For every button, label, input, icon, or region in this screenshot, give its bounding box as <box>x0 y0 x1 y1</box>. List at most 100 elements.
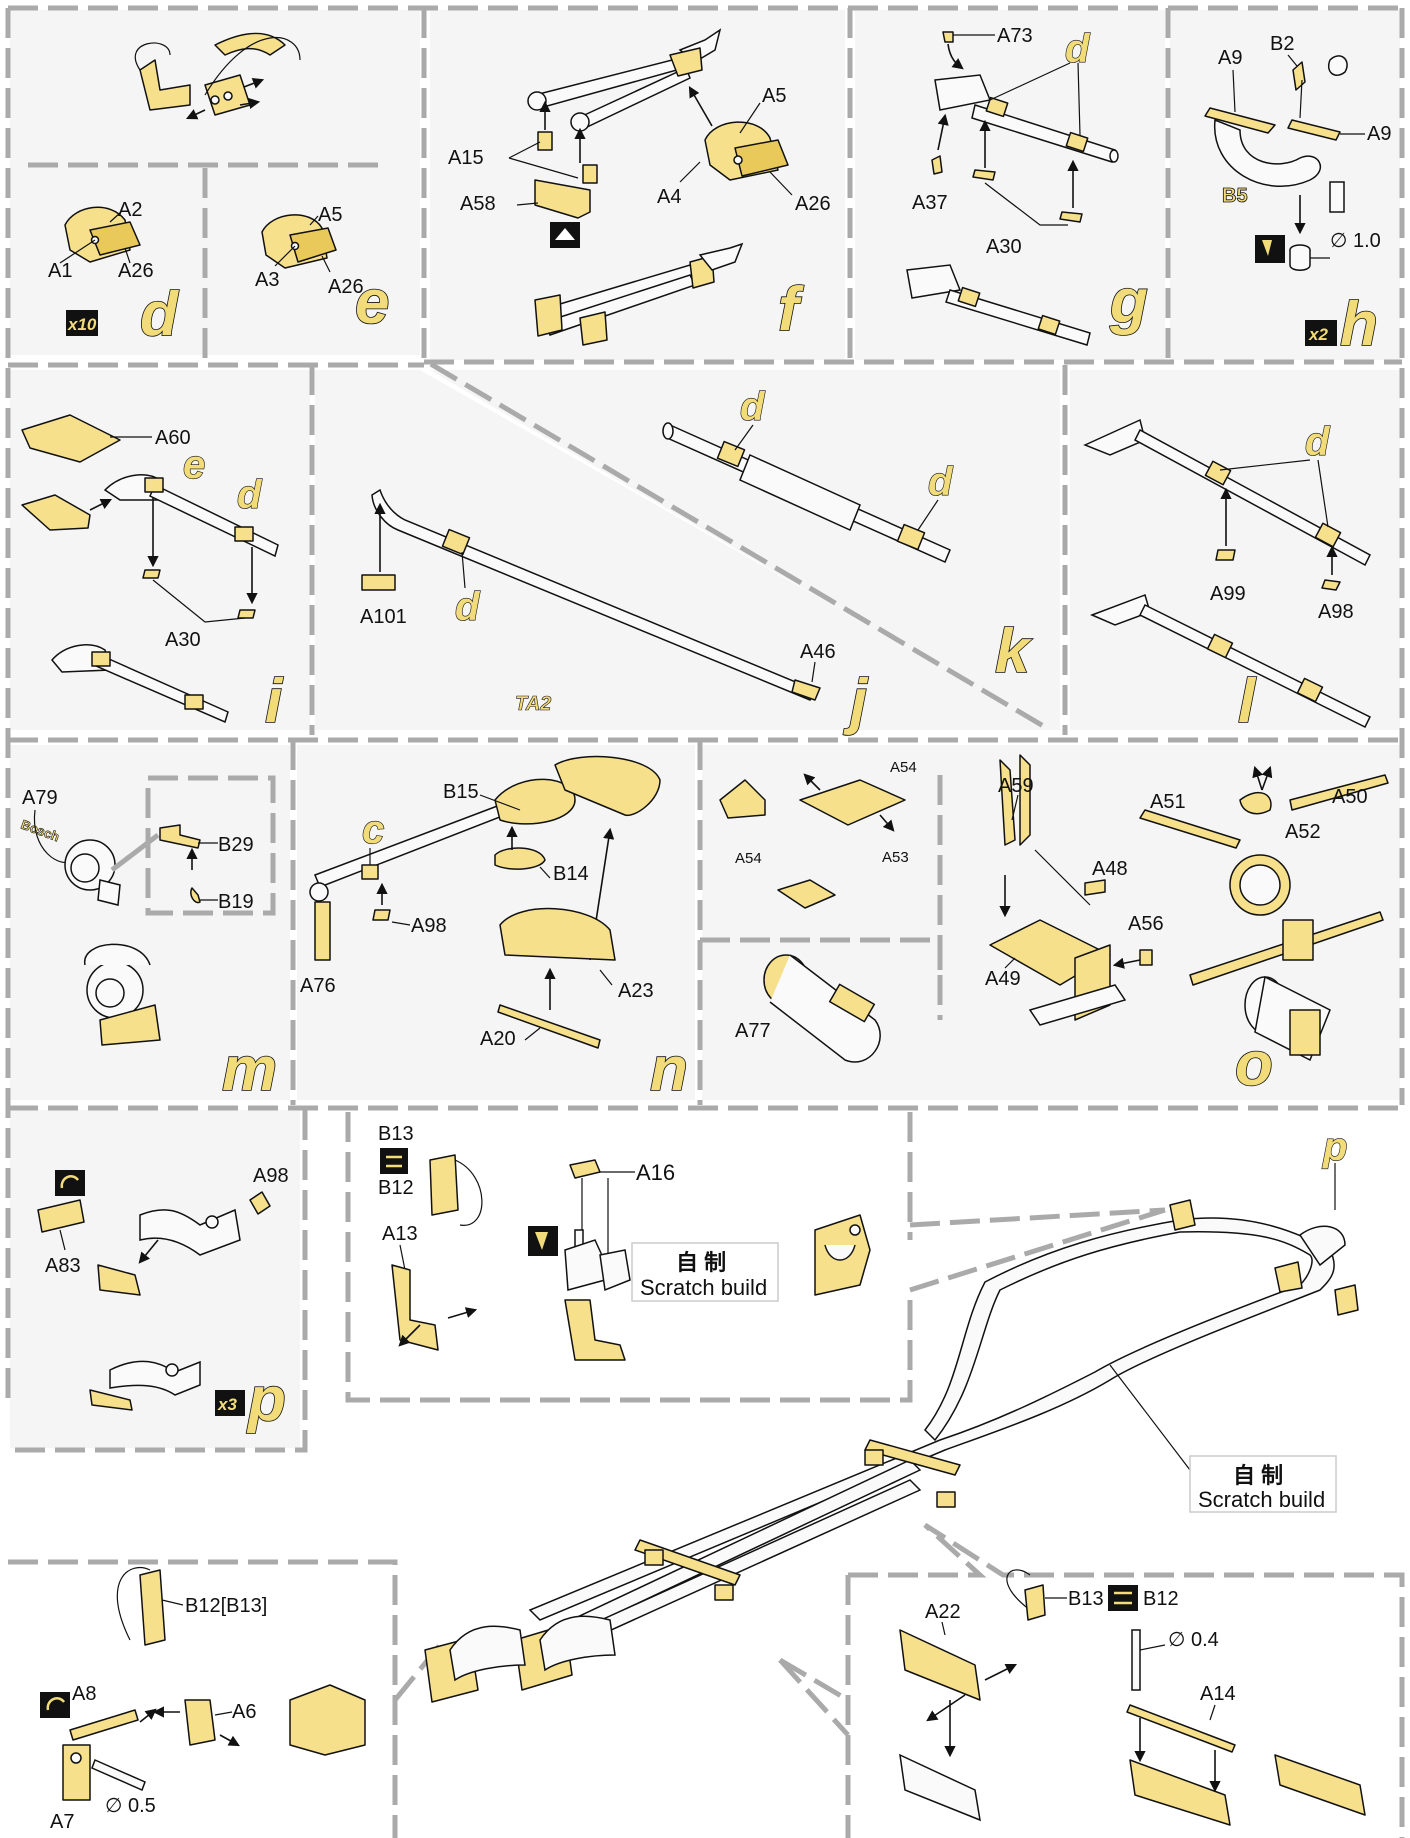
scratch-en-2: Scratch build <box>1198 1487 1325 1512</box>
panel-k: d d k <box>662 384 1034 687</box>
part-A51 <box>1139 809 1241 849</box>
part-B14 <box>494 847 546 870</box>
label-A7: A7 <box>50 1811 74 1833</box>
shovel-top <box>1083 418 1371 567</box>
dim-0-5: ∅ 0.5 <box>105 1795 156 1817</box>
badge-x10-text: x10 <box>67 315 97 334</box>
label-B13-br: B13 <box>1068 1588 1104 1610</box>
parts-A15-A58 <box>508 100 598 219</box>
label-A5: A5 <box>318 204 342 226</box>
label-B19: B19 <box>218 891 254 913</box>
clamp-assembly <box>1204 55 1348 213</box>
panel-p-left: A83 A98 x3 p <box>37 1165 289 1435</box>
label-B12-top: B12 <box>378 1177 414 1199</box>
label-A37: A37 <box>912 192 948 214</box>
scratch-build-box-2 <box>1189 1455 1337 1513</box>
jack-stand-A49 <box>989 754 1127 1026</box>
part-A52 <box>1239 791 1272 815</box>
label-B2: B2 <box>1270 33 1294 55</box>
label-A48: A48 <box>1092 858 1128 880</box>
label-A14: A14 <box>1200 1683 1236 1705</box>
label-A3: A3 <box>255 269 279 291</box>
panel-g: A73 A37 A30 d g <box>906 25 1149 346</box>
label-A76: A76 <box>300 975 336 997</box>
label-A16: A16 <box>636 1160 675 1185</box>
part-A6 <box>184 1699 216 1746</box>
label-A1: A1 <box>48 260 72 282</box>
label-A26-e: A26 <box>328 276 364 298</box>
sub-letter-d-l: d <box>1305 420 1331 464</box>
label-A26: A26 <box>118 260 154 282</box>
label-B12-B13: B12[B13] <box>185 1595 267 1617</box>
shovel-bottom <box>1090 594 1372 729</box>
badge-x10 <box>66 310 98 336</box>
pipe-end-left <box>424 1615 616 1703</box>
label-A13: A13 <box>382 1223 418 1245</box>
sub-letter-d-g: d <box>1065 27 1091 71</box>
panel-letter-h: h <box>1340 290 1378 359</box>
part-A48 <box>1084 879 1106 896</box>
jack-tool <box>662 422 951 563</box>
label-A98-l: A98 <box>1318 601 1354 623</box>
label-A4: A4 <box>657 186 681 208</box>
detail-brackets-top: B13 B12 A13 A16 自 制 Scratch build p <box>378 1123 1348 1361</box>
panel-letter-i: i <box>265 667 284 736</box>
label-B5: B5 <box>1222 185 1248 207</box>
label-A9-right: A9 <box>1367 123 1391 145</box>
swap-icon-2 <box>1108 1585 1138 1611</box>
label-A6: A6 <box>232 1701 256 1723</box>
part-A7 <box>62 1744 91 1801</box>
panel-letter-g: g <box>1109 267 1148 336</box>
label-A49: A49 <box>985 968 1021 990</box>
panel-n: c B15 B14 A98 A76 A23 A20 n <box>300 755 689 1105</box>
drill-bit-glyph <box>1262 240 1272 256</box>
label-TA2: TA2 <box>515 693 551 715</box>
label-A8: A8 <box>72 1683 96 1705</box>
dim-0-4: ∅ 0.4 <box>1168 1629 1219 1651</box>
axe-head-cover <box>21 494 91 531</box>
label-A23: A23 <box>618 980 654 1002</box>
detail-bottom-left: B12[B13] A8 A7 ∅ 0.5 A6 <box>40 1566 366 1833</box>
axe-top <box>103 474 279 558</box>
panel-letter-l: l <box>1238 667 1257 736</box>
part-B29 <box>159 824 201 849</box>
badge-x3-text: x3 <box>217 1395 237 1414</box>
label-B12-br: B12 <box>1143 1588 1179 1610</box>
label-A51: A51 <box>1150 791 1186 813</box>
part-A54-a <box>719 779 766 819</box>
panel-letter-o: o <box>1235 1030 1273 1099</box>
label-A15: A15 <box>448 147 484 169</box>
label-B15: B15 <box>443 781 479 803</box>
label-A59: A59 <box>998 775 1034 797</box>
panel-f: A15 A58 A5 A4 A26 f <box>448 28 831 346</box>
panel-letter-m: m <box>222 1035 277 1104</box>
label-A56: A56 <box>1128 913 1164 935</box>
part-A60 <box>21 414 121 463</box>
label-A54-b: A54 <box>890 759 917 776</box>
panel-borders <box>5 5 1405 1838</box>
part-A22 <box>899 1629 981 1701</box>
shackle-bottom <box>89 1360 201 1411</box>
label-A54-a: A54 <box>735 850 762 867</box>
label-A98-p: A98 <box>253 1165 289 1187</box>
label-A101: A101 <box>360 606 407 628</box>
fire-extinguisher <box>1244 975 1331 1062</box>
scratch-zh-1: 自 制 <box>676 1250 726 1275</box>
label-A79: A79 <box>22 787 58 809</box>
pipe-assembly: 自 制 Scratch build <box>424 1199 1359 1703</box>
part-A4-A5-A26 <box>679 86 793 196</box>
label-A52: A52 <box>1285 821 1321 843</box>
sub-letter-d-k1: d <box>740 385 766 429</box>
bolt-cutter-top <box>527 28 722 132</box>
sledgehammer-top <box>934 74 1119 163</box>
part-A1-A2-A26 <box>59 206 141 264</box>
scratch-zh-2: 自 制 <box>1233 1463 1283 1488</box>
sub-letter-d-i: d <box>237 473 263 517</box>
detail-bottom-right: B13 B12 A22 ∅ 0.4 A14 <box>899 1569 1366 1826</box>
part-A50 <box>1289 774 1389 811</box>
panel-o: A54 A54 A53 A77 A59 A49 A48 A56 A51 A52 <box>719 754 1389 1100</box>
label-A20: A20 <box>480 1028 516 1050</box>
headlight-top <box>64 839 121 906</box>
label-A60: A60 <box>155 427 191 449</box>
